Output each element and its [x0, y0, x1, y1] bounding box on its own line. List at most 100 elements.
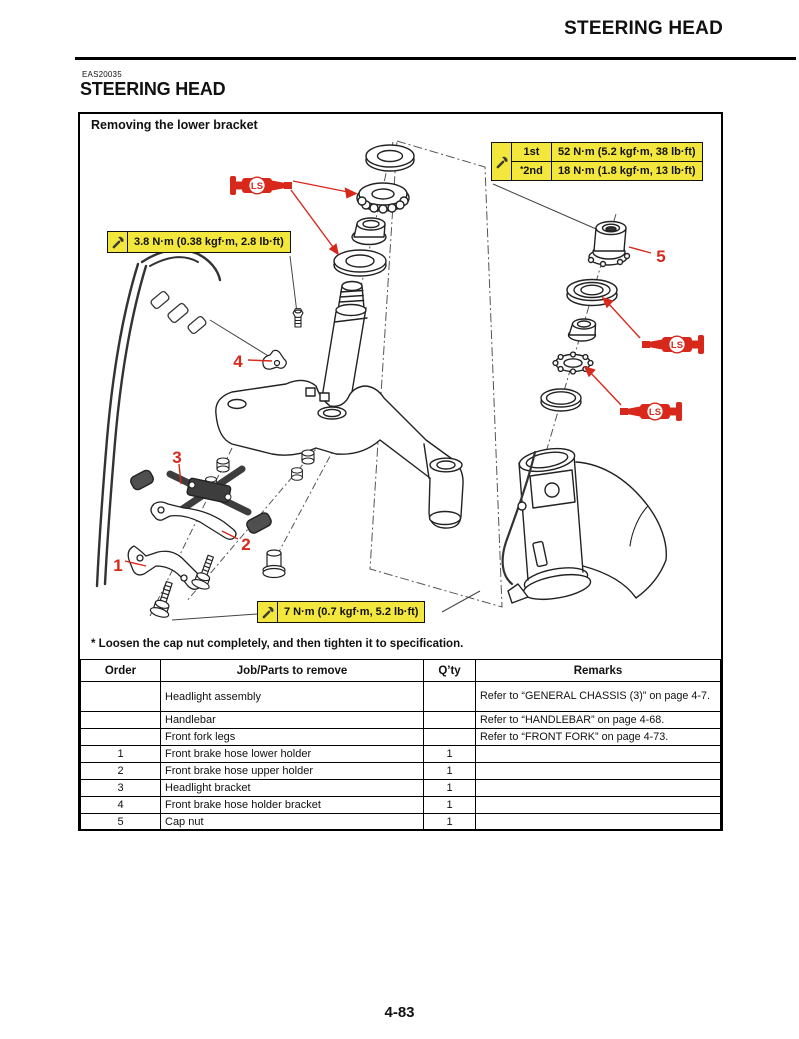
- table-row: 1 Front brake hose lower holder 1: [80, 745, 721, 763]
- header-qty: Q’ty: [423, 659, 476, 682]
- cables-and-hoses: [95, 248, 222, 588]
- stack-axis-1: [149, 447, 233, 617]
- brake-hose-upper-holder-part: [150, 501, 237, 540]
- table-header-row: Order Job/Parts to remove Q’ty Remarks: [80, 659, 721, 682]
- table-row: Front fork legs Refer to “FRONT FORK” on…: [80, 728, 721, 746]
- frame-head-tube: [501, 447, 667, 604]
- red-annotations: LS LS LS 1 2 3 4 5: [113, 175, 705, 575]
- torque-spec-upper: 3.8 N·m (0.38 kgf·m, 2.8 lb·ft): [107, 231, 291, 253]
- bearing-cover: [351, 217, 387, 246]
- collar: [262, 549, 286, 579]
- dust-cover: [567, 318, 597, 342]
- cell-order: [80, 728, 161, 746]
- cell-remarks: [475, 762, 721, 780]
- cell-job: Handlebar: [160, 711, 424, 729]
- cell-remarks: Refer to “HANDLEBAR” on page 4-68.: [475, 711, 721, 729]
- lock-washer: [552, 351, 594, 375]
- grease-ls-label: LS: [649, 407, 661, 418]
- rubber-bushing: [246, 512, 272, 534]
- torque-value: 3.8 N·m (0.38 kgf·m, 2.8 lb·ft): [134, 236, 284, 248]
- holder-spec-leader-right: [441, 590, 481, 613]
- table-row: Headlight assembly Refer to “GENERAL CHA…: [80, 681, 721, 712]
- header-remarks: Remarks: [475, 659, 721, 682]
- grease-ls-label: LS: [251, 181, 263, 192]
- upper-bearing: [356, 182, 410, 214]
- grease-ls-label: LS: [671, 340, 683, 351]
- torque-value: 52 N·m (5.2 kgf·m, 38 lb·ft): [558, 146, 696, 158]
- cell-qty: 1: [423, 813, 476, 831]
- figure-box: Removing the lower bracket: [78, 112, 723, 831]
- cell-job: Front brake hose holder bracket: [160, 796, 424, 814]
- table-row: 4 Front brake hose holder bracket 1: [80, 796, 721, 814]
- header-divider: [75, 57, 796, 60]
- cell-order: 1: [80, 745, 161, 763]
- table-row: 5 Cap nut 1: [80, 813, 721, 831]
- cell-qty: [423, 681, 476, 712]
- torque-spec-holder-bolt: 7 N·m (0.7 kgf·m, 5.2 lb·ft): [257, 601, 426, 623]
- lower-bearing-race: [540, 388, 582, 412]
- cell-job: Headlight bracket: [160, 779, 424, 797]
- steering-stem: [319, 280, 368, 417]
- holder-screw: [292, 308, 304, 328]
- cell-remarks: Refer to “GENERAL CHASSIS (3)” on page 4…: [475, 681, 721, 712]
- cell-remarks: [475, 779, 721, 797]
- cell-remarks: [475, 796, 721, 814]
- brake-hose-lower-holder-part: [127, 545, 203, 590]
- figure-title: Removing the lower bracket: [91, 118, 258, 132]
- upper-spec-leader: [289, 255, 298, 314]
- cell-job: Headlight assembly: [160, 681, 424, 712]
- holder-spec-leader-left: [171, 613, 258, 621]
- spacer: [290, 467, 304, 481]
- wrench-icon: [108, 232, 128, 252]
- running-header: STEERING HEAD: [564, 18, 723, 39]
- cell-order: [80, 681, 161, 712]
- torque-value: 7 N·m (0.7 kgf·m, 5.2 lb·ft): [284, 606, 419, 618]
- cell-order: [80, 711, 161, 729]
- exploded-diagram: LS LS LS 1 2 3 4 5: [95, 140, 705, 621]
- cell-qty: 1: [423, 796, 476, 814]
- figure-footnote: * Loosen the cap nut completely, and the…: [91, 638, 464, 650]
- rubber-bushing: [130, 469, 154, 491]
- callout-4: 4: [233, 352, 243, 371]
- cell-order: 4: [80, 796, 161, 814]
- cell-qty: [423, 728, 476, 746]
- cell-job: Front brake hose lower holder: [160, 745, 424, 763]
- cell-order: 2: [80, 762, 161, 780]
- cell-remarks: [475, 745, 721, 763]
- callout-5: 5: [656, 247, 665, 266]
- cell-qty: 1: [423, 762, 476, 780]
- holder-bolt: [148, 578, 180, 620]
- hose-holder-bracket-part: [262, 349, 287, 370]
- page-title: STEERING HEAD: [80, 79, 226, 99]
- clamp-leader: [209, 319, 271, 358]
- upper-ring-nut: [365, 144, 415, 172]
- cap-nut: [587, 220, 631, 268]
- torque-step-label: *2nd: [512, 162, 552, 180]
- cell-order: 5: [80, 813, 161, 831]
- torque-spec-cap-nut: 1st 52 N·m (5.2 kgf·m, 38 lb·ft) *2nd 18…: [491, 142, 703, 181]
- upper-bearing-race: [333, 249, 387, 277]
- wrench-icon: [492, 143, 512, 180]
- callout-3: 3: [172, 448, 181, 467]
- header-job: Job/Parts to remove: [160, 659, 424, 682]
- cell-order: 3: [80, 779, 161, 797]
- cell-remarks: [475, 813, 721, 831]
- capnut-spec-leader: [492, 183, 604, 233]
- spacer: [301, 449, 315, 465]
- torque-value: 18 N·m (1.8 kgf·m, 13 lb·ft): [558, 165, 696, 177]
- table-row: 3 Headlight bracket 1: [80, 779, 721, 797]
- section-code: EAS20035: [82, 70, 122, 79]
- wrench-icon: [258, 602, 278, 622]
- table-row: Handlebar Refer to “HANDLEBAR” on page 4…: [80, 711, 721, 729]
- spacer: [216, 457, 230, 473]
- callout-2: 2: [241, 535, 250, 554]
- cell-job: Cap nut: [160, 813, 424, 831]
- torque-step-label: 1st: [512, 143, 552, 161]
- cell-remarks: Refer to “FRONT FORK” on page 4-73.: [475, 728, 721, 746]
- cell-job: Front fork legs: [160, 728, 424, 746]
- cell-qty: 1: [423, 745, 476, 763]
- headlight-bracket-part: [166, 465, 252, 516]
- callout-1: 1: [113, 556, 122, 575]
- table-row: 2 Front brake hose upper holder 1: [80, 762, 721, 780]
- cell-job: Front brake hose upper holder: [160, 762, 424, 780]
